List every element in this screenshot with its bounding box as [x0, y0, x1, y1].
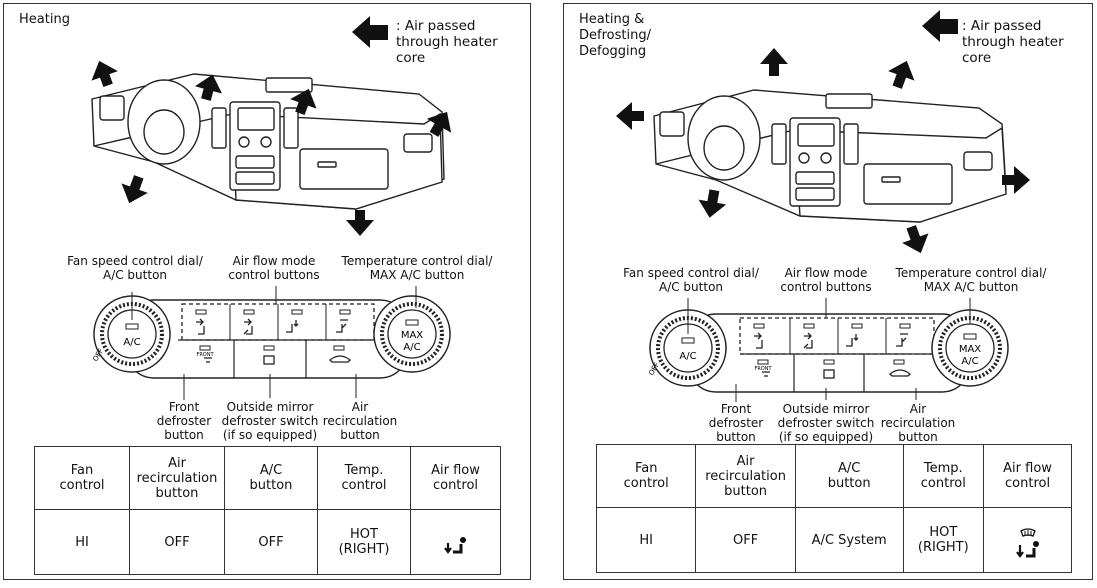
front-defroster-label: Front defroster button — [708, 402, 764, 444]
max-ac-label: A/C — [961, 356, 978, 367]
airflow-mode-icons — [754, 332, 911, 379]
dashboard-drawing — [653, 89, 1007, 223]
air-recirc-label: Air recirculation button — [880, 402, 956, 444]
header-temp-control: Temp. control — [317, 446, 411, 510]
ac-label: A/C — [679, 351, 696, 362]
value-fan-control: HI — [595, 507, 697, 573]
climate-control-panel: A/C MAX A/C OFF FRONT — [91, 286, 451, 400]
airflow-arrows — [616, 48, 1030, 254]
temp-dial-label: Temperature control dial/ MAX A/C button — [895, 266, 1047, 294]
temp-dial-label: Temperature control dial/ MAX A/C button — [341, 254, 493, 282]
legend-text: : Air passed through heater core — [396, 18, 498, 66]
settings-table: Fan control Air recirculation button A/C… — [595, 444, 1072, 573]
header-ac-button: A/C button — [224, 446, 318, 510]
fan-dial-label: Fan speed control dial/ A/C button — [67, 254, 203, 282]
dashboard-illustration: A/C MAX A/C OFF FRONT — [91, 16, 452, 400]
max-ac-label: A/C — [403, 342, 420, 353]
air-recirc-label: Air recirculation button — [322, 400, 398, 442]
front-label: FRONT — [754, 366, 772, 372]
ac-label: A/C — [123, 337, 140, 348]
dashboard-illustration: A/C MAX A/C OFF FRONT — [616, 10, 1030, 402]
table-row: HI OFF A/C System HOT (RIGHT) — [595, 507, 1072, 573]
airflow-arrows — [91, 60, 452, 236]
panel-title: Heating — [19, 12, 70, 27]
airflow-mode-icons — [196, 318, 351, 365]
header-fan-control: Fan control — [595, 444, 697, 508]
max-label: MAX — [401, 330, 423, 341]
airflow-buttons-label: Air flow mode control buttons — [780, 266, 872, 294]
fan-dial-label: Fan speed control dial/ A/C button — [623, 266, 759, 294]
header-airflow-control: Air flow control — [410, 446, 501, 510]
header-air-recirculation: Air recirculation button — [695, 444, 796, 508]
mirror-defroster-label: Outside mirror defroster switch (if so e… — [221, 400, 319, 442]
dashboard-drawing — [91, 73, 445, 210]
value-airflow-control — [983, 507, 1072, 573]
value-air-recirculation: OFF — [695, 507, 796, 573]
header-fan-control: Fan control — [34, 446, 130, 510]
value-airflow-control — [410, 509, 501, 575]
heating-defrosting-panel: Heating & Defrosting/ Defogging — [563, 3, 1093, 580]
floor-airflow-icon — [443, 536, 466, 554]
heating-panel: Heating — [3, 3, 531, 580]
settings-table: Fan control Air recirculation button A/C… — [34, 446, 501, 575]
table-header-row: Fan control Air recirculation button A/C… — [595, 444, 1072, 508]
front-defroster-label: Front defroster button — [156, 400, 212, 442]
legend-arrow-icon — [922, 10, 958, 42]
value-temp-control: HOT (RIGHT) — [317, 509, 411, 575]
header-airflow-control: Air flow control — [983, 444, 1072, 508]
header-ac-button: A/C button — [794, 444, 904, 508]
header-temp-control: Temp. control — [902, 444, 985, 508]
defrost-floor-airflow-icon — [1015, 527, 1039, 558]
table-header-row: Fan control Air recirculation button A/C… — [34, 446, 501, 510]
legend-arrow-icon — [352, 16, 388, 48]
table-row: HI OFF OFF HOT (RIGHT) — [34, 509, 501, 575]
legend-text: : Air passed through heater core — [962, 18, 1064, 66]
value-fan-control: HI — [34, 509, 130, 575]
value-air-recirculation: OFF — [129, 509, 225, 575]
panel-title: Heating & Defrosting/ Defogging — [579, 12, 651, 59]
value-ac-button: A/C System — [794, 507, 904, 573]
max-label: MAX — [959, 344, 981, 355]
climate-control-panel: A/C MAX A/C OFF FRONT — [647, 298, 1009, 402]
airflow-buttons-label: Air flow mode control buttons — [228, 254, 320, 282]
header-air-recirculation: Air recirculation button — [129, 446, 225, 510]
front-label: FRONT — [196, 352, 214, 358]
value-ac-button: OFF — [224, 509, 318, 575]
mirror-defroster-label: Outside mirror defroster switch (if so e… — [777, 402, 875, 444]
value-temp-control: HOT (RIGHT) — [902, 507, 985, 573]
